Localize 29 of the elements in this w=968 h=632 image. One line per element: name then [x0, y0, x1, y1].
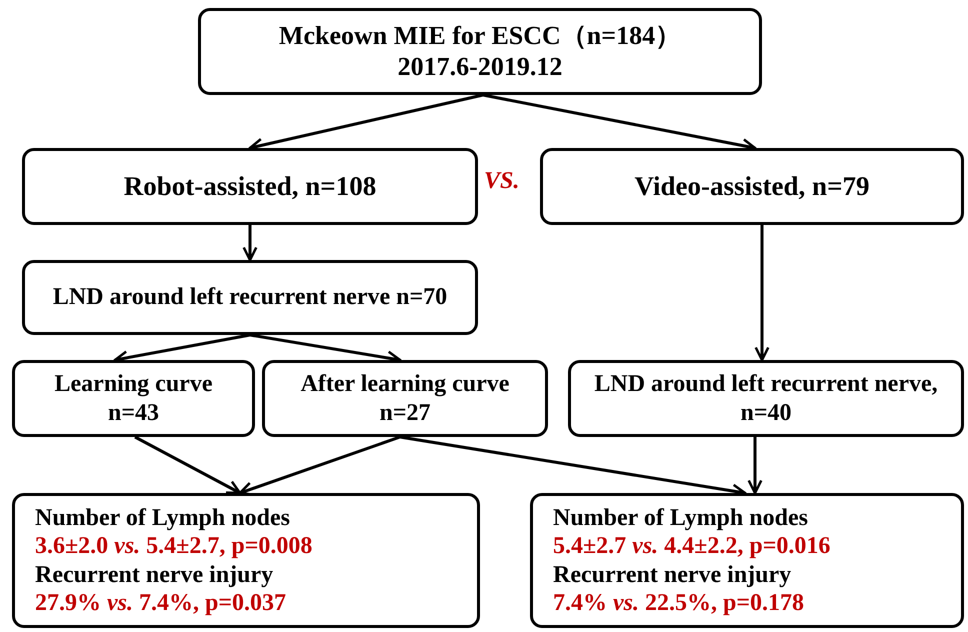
result-heading: Number of Lymph nodes — [35, 504, 290, 532]
result-value: 27.9% vs. 7.4%, p=0.037 — [35, 588, 286, 618]
result-box — [12, 493, 480, 628]
arrow — [242, 225, 258, 262]
process-box — [262, 360, 548, 437]
arrow — [134, 436, 242, 494]
result-heading: Number of Lymph nodes — [553, 504, 808, 532]
result-value: 3.6±2.0 vs. 5.4±2.7, p=0.008 — [35, 532, 312, 560]
arrow — [748, 437, 762, 494]
node-text: LND around left recurrent nerve, n=40 — [593, 370, 939, 427]
node-text: Mckeown MIE for ESCC（n=184） 2017.6-2019.12 — [278, 20, 682, 82]
node-text: LND around left recurrent nerve n=70 — [52, 283, 448, 312]
result-value: 5.4±2.7 vs. 4.4±2.2, p=0.016 — [553, 532, 830, 560]
result-value: 7.4% vs. 22.5%, p=0.178 — [553, 588, 804, 618]
process-box — [22, 260, 478, 335]
process-box — [22, 148, 478, 225]
arrow — [754, 225, 770, 362]
node-text: Video-assisted, n=79 — [634, 170, 870, 202]
result-box — [530, 493, 964, 628]
process-box — [198, 8, 762, 95]
result-heading: Recurrent nerve injury — [553, 560, 792, 589]
process-box — [568, 360, 964, 437]
comparison-label: VS. — [484, 168, 520, 195]
node-text: Robot-assisted, n=108 — [124, 170, 376, 202]
node-text: After learning curve n=27 — [300, 370, 510, 427]
result-heading: Recurrent nerve injury — [35, 560, 274, 589]
node-text: Learning curve n=43 — [54, 370, 214, 427]
process-box — [12, 360, 255, 437]
process-box — [540, 148, 964, 225]
